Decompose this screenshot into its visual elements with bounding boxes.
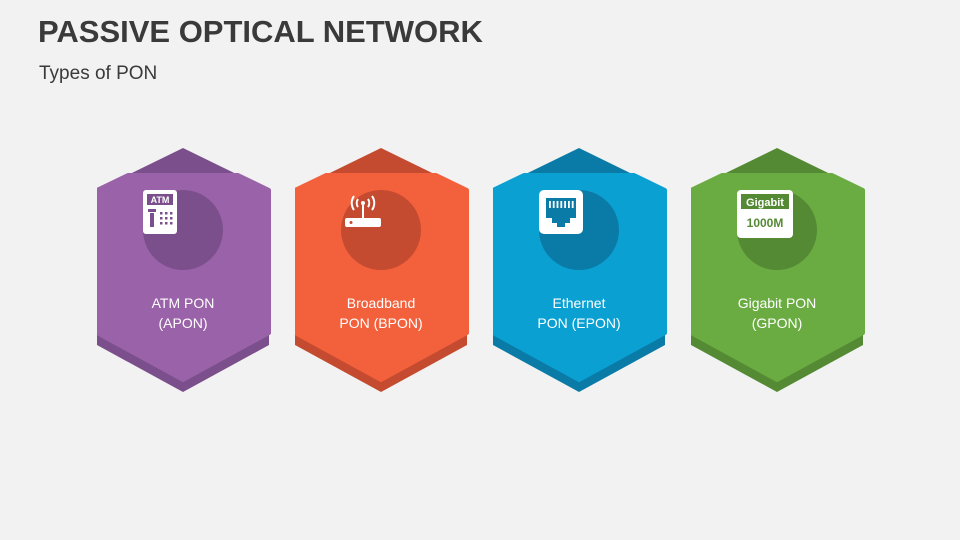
card-label-line2: PON (EPON) (537, 315, 621, 331)
hexagon-shape (493, 148, 667, 392)
svg-text:ATM: ATM (151, 195, 170, 205)
card-label-line1: Ethernet (552, 295, 606, 311)
svg-text:1000M: 1000M (747, 216, 784, 230)
svg-text:Gigabit: Gigabit (746, 197, 784, 209)
card-apon: ATM ATM PON (APON) (97, 140, 277, 400)
hexagon-shape (295, 148, 469, 392)
page-title: PASSIVE OPTICAL NETWORK (38, 14, 483, 49)
page-subtitle: Types of PON (39, 63, 158, 84)
hexagon-shape (691, 148, 865, 392)
hexagon-shape (97, 148, 271, 392)
card-label-line2: (GPON) (751, 315, 803, 331)
gigabit-icon: Gigabit 1000M (737, 190, 817, 270)
card-label-line2: (APON) (158, 315, 208, 331)
card-label: ATM PON (APON) (97, 293, 269, 333)
atm-icon: ATM (143, 190, 223, 270)
card-label: Gigabit PON (GPON) (691, 293, 863, 333)
card-label-line1: Gigabit PON (737, 295, 817, 311)
card-gpon: Gigabit 1000M Gigabit PON (GPON) (691, 140, 871, 400)
ethernet-port-icon (539, 190, 619, 270)
card-label-line1: ATM PON (151, 295, 215, 311)
router-icon (341, 190, 421, 270)
card-label-line1: Broadband (346, 295, 416, 311)
card-label-line2: PON (BPON) (339, 315, 423, 331)
